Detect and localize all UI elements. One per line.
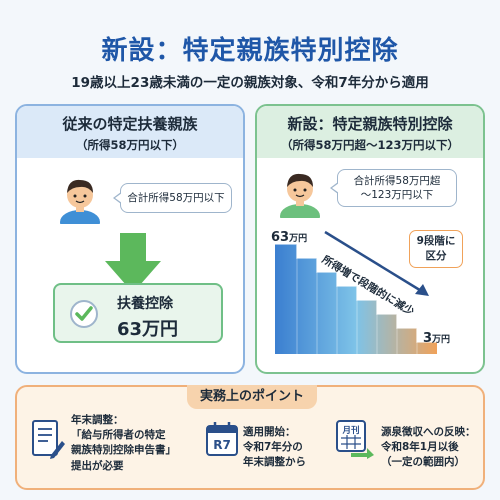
point-1-line-1: 年末調整： bbox=[71, 414, 124, 426]
person-icon bbox=[60, 179, 100, 224]
steps-line-1: 9段階に bbox=[416, 235, 456, 247]
check-circle-icon bbox=[70, 300, 98, 328]
top-amount: 63万円 bbox=[271, 230, 307, 245]
page-title: 新設：特定親族特別控除 bbox=[101, 36, 399, 66]
point-2-line-1: 適用開始： bbox=[243, 426, 296, 438]
practical-points-box: 実務上のポイント 年末調整： 「給与所得者の特定 親族特別控除申告書」 提出が必… bbox=[15, 385, 485, 490]
left-panel: 従来の特定扶養親族 （所得58万円以下） 合計所得58万円以下 扶養控除 63万… bbox=[15, 104, 245, 374]
point-1-line-2: 「給与所得者の特定 bbox=[71, 429, 166, 442]
bubble-line-2: 〜123万円以下 bbox=[360, 189, 434, 201]
down-arrow-icon bbox=[105, 233, 161, 293]
point-year-end: 年末調整： 「給与所得者の特定 親族特別控除申告書」 提出が必要 bbox=[71, 413, 176, 474]
bubble-line-1: 合計所得58万円超 bbox=[353, 174, 441, 187]
left-panel-subtitle: （所得58万円以下） bbox=[75, 138, 184, 152]
staircase-graphic bbox=[275, 243, 437, 354]
bottom-amount-unit: 万円 bbox=[432, 335, 451, 345]
calendar-arrow-icon-text: 月刊 bbox=[341, 425, 359, 436]
income-bubble: 合計所得58万円超 〜123万円以下 bbox=[330, 169, 457, 207]
right-panel-title: 新設：特定親族特別控除 bbox=[287, 115, 453, 133]
bottom-amount-number: 3 bbox=[423, 331, 433, 346]
document-pen-icon bbox=[32, 420, 65, 459]
top-amount-unit: 万円 bbox=[289, 234, 308, 244]
point-1-line-3: 親族特別控除申告書」 bbox=[71, 444, 176, 457]
calendar-arrow-icon: 月刊 bbox=[336, 420, 374, 459]
decrease-arrow-icon bbox=[324, 230, 429, 296]
steps-callout: 9段階に 区分 bbox=[409, 230, 463, 268]
deduction-result-box: 扶養控除 63万円 bbox=[53, 283, 223, 343]
income-bubble: 合計所得58万円以下 bbox=[113, 183, 232, 213]
left-panel-header: 従来の特定扶養親族 （所得58万円以下） bbox=[17, 106, 243, 158]
calendar-icon: R7 bbox=[206, 422, 238, 456]
steps-line-2: 区分 bbox=[425, 249, 447, 262]
top-amount-number: 63 bbox=[271, 230, 290, 245]
point-3-line-3: （一定の範囲内） bbox=[381, 456, 465, 469]
person-icon bbox=[280, 173, 320, 218]
deduction-value: 63万円 bbox=[117, 319, 179, 340]
deduction-label: 扶養控除 bbox=[117, 296, 173, 312]
calendar-icon-text: R7 bbox=[213, 438, 231, 452]
point-withholding: 源泉徴収への反映： 令和8年1月以後 （一定の範囲内） bbox=[381, 425, 476, 471]
right-panel: 新設：特定親族特別控除 （所得58万円超〜123万円以下） 合計所得58万円超 … bbox=[255, 104, 485, 374]
left-panel-title: 従来の特定扶養親族 bbox=[62, 115, 198, 133]
right-panel-header: 新設：特定親族特別控除 （所得58万円超〜123万円以下） bbox=[257, 106, 483, 158]
bottom-amount: 3万円 bbox=[423, 331, 450, 346]
practical-points-title: 実務上のポイント bbox=[187, 385, 317, 409]
point-1-line-4: 提出が必要 bbox=[71, 459, 124, 472]
point-3-line-2: 令和8年1月以後 bbox=[381, 441, 459, 454]
point-2-line-3: 年末調整から bbox=[243, 456, 306, 469]
point-start: 適用開始： 令和7年分の 年末調整から bbox=[243, 425, 306, 471]
point-2-line-2: 令和7年分の bbox=[243, 441, 303, 454]
point-3-line-1: 源泉徴収への反映： bbox=[381, 426, 476, 438]
right-panel-subtitle: （所得58万円超〜123万円以下） bbox=[280, 138, 459, 152]
page-subtitle: 19歳以上23歳未満の一定の親族対象、令和7年分から適用 bbox=[71, 75, 429, 91]
